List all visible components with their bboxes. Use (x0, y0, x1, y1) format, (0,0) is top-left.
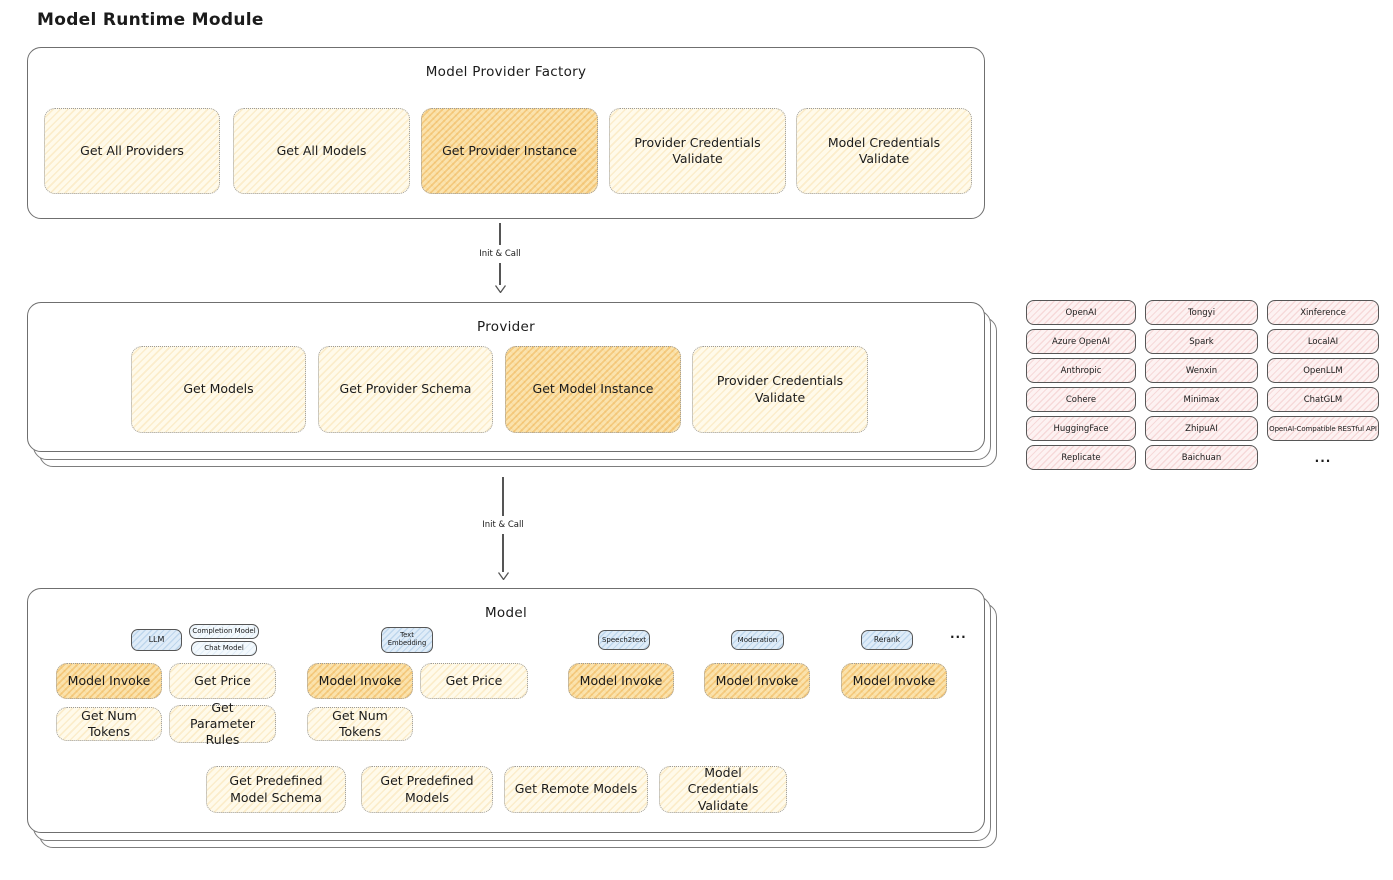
page-title: Model Runtime Module (37, 10, 264, 30)
provider-item-baichuan: Baichuan (1145, 445, 1258, 470)
arrow-line (499, 223, 501, 245)
model-box: Model LLM Completion Model Chat Model Te… (27, 588, 985, 833)
provider-list: OpenAI Tongyi Xinference Azure OpenAI Sp… (1026, 300, 1379, 470)
node-get-all-models: Get All Models (233, 108, 410, 194)
node-get-all-providers: Get All Providers (44, 108, 220, 194)
tag-llm: LLM (131, 629, 182, 651)
provider-item-zhipuai: ZhipuAI (1145, 416, 1258, 441)
node-get-provider-schema: Get Provider Schema (318, 346, 493, 433)
provider-item-openai-compatible-restful-api: OpenAI-Compatible RESTful API (1267, 416, 1379, 441)
arrow-label: Init & Call (479, 249, 521, 259)
factory-box: Model Provider Factory Get All Providers… (27, 47, 985, 219)
arrow-provider-to-model: Init & Call (481, 477, 525, 580)
node-get-models: Get Models (131, 346, 306, 433)
provider-item-anthropic: Anthropic (1026, 358, 1136, 383)
provider-item-huggingface: HuggingFace (1026, 416, 1136, 441)
node-provider-credentials-validate: Provider Credentials Validate (609, 108, 786, 194)
node-model-credentials-validate-model: Model Credentials Validate (659, 765, 787, 813)
arrow-line (502, 477, 504, 516)
arrow-factory-to-provider: Init & Call (478, 223, 522, 293)
provider-item-minimax: Minimax (1145, 387, 1258, 412)
provider-container: Provider Get Models Get Provider Schema … (27, 302, 997, 467)
tag-text-embedding: Text Embedding (381, 627, 433, 653)
node-get-predefined-model-schema: Get Predefined Model Schema (206, 766, 346, 813)
provider-item-tongyi: Tongyi (1145, 300, 1258, 325)
node-model-invoke-moderation: Model Invoke (704, 663, 810, 699)
tag-chat-model: Chat Model (191, 641, 257, 656)
node-get-remote-models: Get Remote Models (504, 766, 648, 813)
node-get-num-tokens-llm: Get Num Tokens (56, 707, 162, 741)
node-get-parameter-rules: Get Parameter Rules (169, 700, 276, 747)
provider-box: Provider Get Models Get Provider Schema … (27, 302, 985, 452)
arrow-label: Init & Call (482, 519, 524, 530)
node-get-price-llm: Get Price (169, 663, 276, 699)
provider-item-wenxin: Wenxin (1145, 358, 1258, 383)
arrow-line (502, 533, 504, 572)
provider-item-chatglm: ChatGLM (1267, 387, 1379, 412)
provider-item-xinference: Xinference (1267, 300, 1379, 325)
node-model-invoke-speech2text: Model Invoke (568, 663, 674, 699)
arrow-head-icon (494, 285, 506, 293)
node-get-provider-instance: Get Provider Instance (421, 108, 598, 194)
factory-container: Model Provider Factory Get All Providers… (27, 47, 985, 219)
node-get-predefined-models: Get Predefined Models (361, 766, 493, 813)
model-tags-ellipsis: ... (950, 627, 967, 641)
node-get-num-tokens-text-embedding: Get Num Tokens (307, 707, 413, 741)
node-model-invoke-llm: Model Invoke (56, 663, 162, 699)
tag-moderation: Moderation (731, 630, 784, 650)
node-model-credentials-validate: Model Credentials Validate (796, 108, 972, 194)
node-get-model-instance: Get Model Instance (505, 346, 681, 433)
tag-rerank: Rerank (861, 630, 913, 650)
provider-title: Provider (477, 319, 535, 335)
provider-item-openai: OpenAI (1026, 300, 1136, 325)
arrow-head-icon (497, 572, 509, 580)
node-model-invoke-text-embedding: Model Invoke (307, 663, 413, 699)
provider-item-azure-openai: Azure OpenAI (1026, 329, 1136, 354)
model-container: Model LLM Completion Model Chat Model Te… (27, 588, 997, 848)
provider-item-spark: Spark (1145, 329, 1258, 354)
provider-item-openllm: OpenLLM (1267, 358, 1379, 383)
provider-item-localai: LocalAI (1267, 329, 1379, 354)
tag-speech2text: Speech2text (598, 630, 650, 650)
provider-item-cohere: Cohere (1026, 387, 1136, 412)
node-model-invoke-rerank: Model Invoke (841, 663, 947, 699)
provider-list-ellipsis: ... (1314, 450, 1332, 465)
node-provider-credentials-validate-2: Provider Credentials Validate (692, 346, 868, 433)
arrow-line (499, 263, 501, 285)
provider-item-replicate: Replicate (1026, 445, 1136, 470)
factory-title: Model Provider Factory (425, 64, 587, 80)
tag-completion-model: Completion Model (189, 624, 259, 639)
node-get-price-text-embedding: Get Price (420, 663, 528, 699)
model-title: Model (484, 605, 528, 621)
